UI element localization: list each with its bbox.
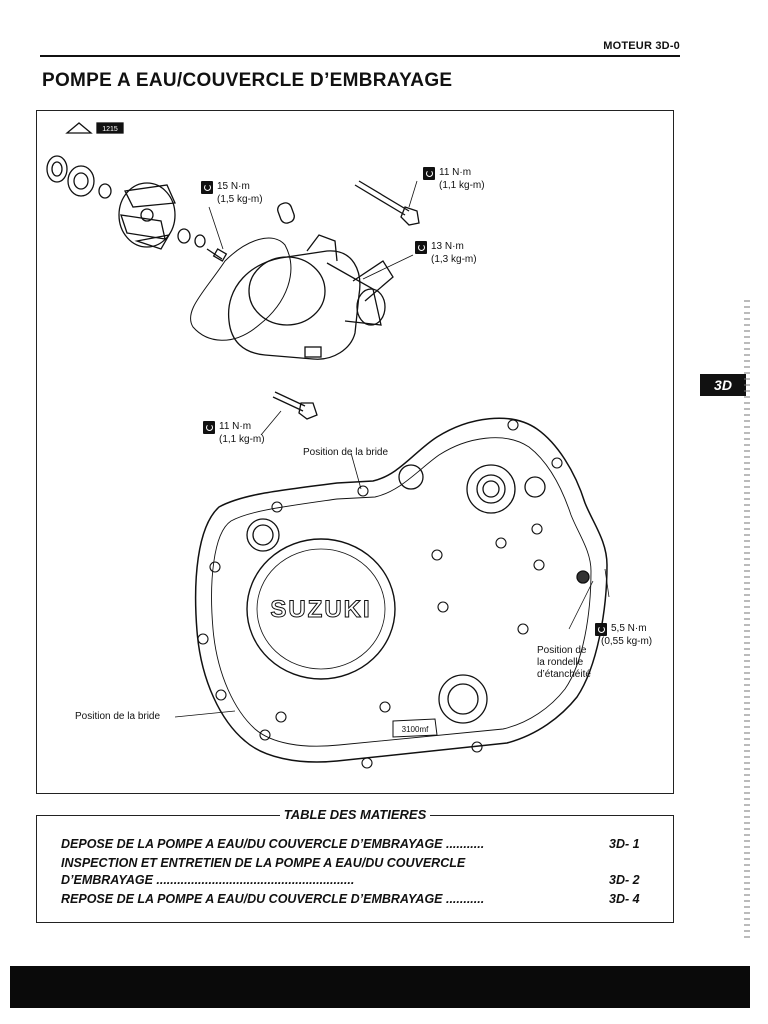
lower-bolt bbox=[272, 391, 318, 420]
cover-bolt-bosses bbox=[197, 419, 563, 769]
toc-entry-inspection[interactable]: INSPECTION ET ENTRETIEN DE LA POMPE A EA… bbox=[61, 856, 466, 870]
toc-entry-inspection-cont[interactable]: D’EMBRAYAGE ............................… bbox=[61, 873, 355, 887]
toc-title: TABLE DES MATIERES bbox=[37, 807, 673, 822]
torque-label-long-bolt: 11 N·m (1,1 kg-m) bbox=[423, 167, 485, 192]
torque-label-union-bolt: 13 N·m (1,3 kg-m) bbox=[415, 241, 477, 266]
torque-wrench-icon bbox=[595, 623, 607, 636]
toc-entry-removal[interactable]: DEPOSE DE LA POMPE A EAU/DU COUVERCLE D’… bbox=[61, 837, 485, 851]
torque-label-lower-bolt: 11 N·m (1,1 kg-m) bbox=[203, 421, 265, 446]
diagram-drawing: 1215 SUZUKI 3100mf bbox=[46, 122, 610, 769]
toc-page-installation[interactable]: 3D- 4 bbox=[609, 892, 640, 906]
header-rule bbox=[40, 55, 680, 57]
torque-label-pump-bolt: 15 N·m (1,5 kg-m) bbox=[201, 181, 263, 206]
label-washer-position: Position de la rondelle d’étanchéité bbox=[537, 645, 591, 680]
mechanical-seal bbox=[67, 165, 95, 197]
label-flange-position-left: Position de la bride bbox=[75, 711, 161, 722]
table-of-contents: TABLE DES MATIERES DEPOSE DE LA POMPE A … bbox=[36, 807, 674, 923]
footer-bar bbox=[10, 966, 750, 1008]
part-number: 3100mf bbox=[402, 725, 429, 734]
torque-label-drain-bolt: 5,5 N·m (0,55 kg-m) bbox=[595, 623, 652, 648]
chapter-tab[interactable]: 3D bbox=[700, 374, 746, 396]
torque-wrench-icon bbox=[423, 167, 435, 180]
torque-wrench-icon bbox=[203, 421, 215, 434]
toc-page-removal[interactable]: 3D- 1 bbox=[609, 837, 640, 851]
part-badge-text: 1215 bbox=[102, 126, 118, 133]
page-title: POMPE A EAU/COUVERCLE D’EMBRAYAGE bbox=[42, 70, 453, 91]
torque-wrench-icon bbox=[201, 181, 213, 194]
scan-edge-artifact bbox=[744, 300, 750, 940]
oil-seal bbox=[46, 155, 68, 183]
section-reference: MOTEUR 3D-0 bbox=[603, 40, 680, 52]
water-pump-housing bbox=[227, 234, 394, 360]
clutch-cover bbox=[194, 417, 608, 763]
label-flange-position-top: Position de la bride bbox=[303, 447, 389, 458]
impeller bbox=[118, 182, 176, 250]
toc-entry-installation[interactable]: REPOSE DE LA POMPE A EAU/DU COUVERCLE D’… bbox=[61, 892, 485, 906]
long-bolt bbox=[354, 180, 420, 226]
toc-page-inspection[interactable]: 3D- 2 bbox=[609, 873, 640, 887]
exploded-diagram: 1215 SUZUKI 3100mf 15 N·m (1,5 kg-m) 11 … bbox=[36, 110, 674, 794]
brand-logo: SUZUKI bbox=[270, 596, 371, 623]
torque-wrench-icon bbox=[415, 241, 427, 254]
